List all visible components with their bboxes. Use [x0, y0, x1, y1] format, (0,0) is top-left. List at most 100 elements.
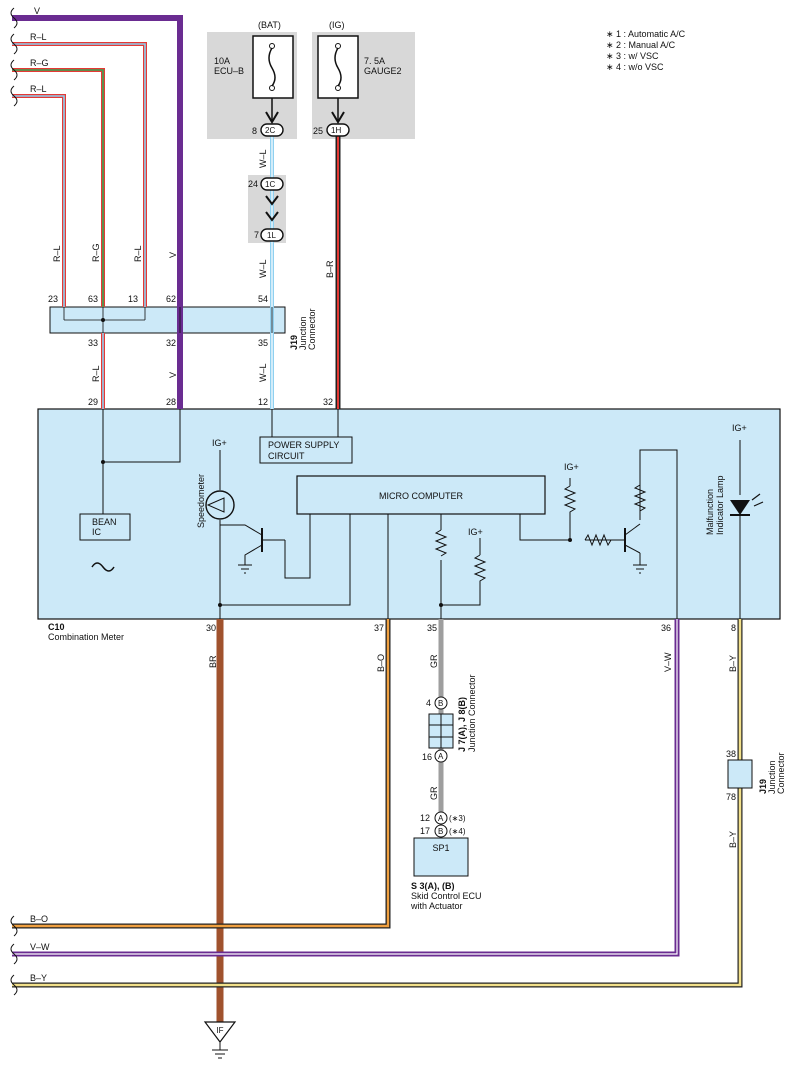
- pin-25: 25: [313, 126, 323, 136]
- j7-conn-a: A: [438, 752, 444, 761]
- wire-v: [12, 15, 183, 409]
- meter-splice-4: [568, 538, 572, 542]
- j7-code: J 7(A), J 8(B): [457, 697, 467, 752]
- signal-wave-icon: [91, 562, 115, 572]
- skid-conn-a: A: [438, 814, 444, 823]
- meter-splice-1: [101, 460, 105, 464]
- j19-low-pin-78: 78: [726, 792, 736, 802]
- conn-1l-label: 1L: [267, 231, 276, 240]
- left-wire-r-l-1: R–L: [30, 32, 47, 42]
- bean-label-line1: BEAN: [92, 517, 117, 527]
- left-wire-v: V: [34, 6, 40, 16]
- meter-name: Combination Meter: [48, 632, 124, 642]
- j19-pin-35: 35: [258, 338, 268, 348]
- pin-8: 8: [252, 126, 257, 136]
- resistor-icon-2: [473, 554, 487, 590]
- j7-desc: Junction Connector: [467, 674, 477, 752]
- ig-label-2: IG+: [564, 462, 579, 472]
- label-v-mid: V: [168, 372, 178, 378]
- label-w-l-upper-2: W–L: [258, 259, 268, 278]
- ground-icon: [203, 1021, 237, 1059]
- label-b-y-2: B–Y: [728, 831, 738, 848]
- bottom-wire-b-o: B–O: [30, 914, 48, 924]
- ig-label-1: IG+: [212, 438, 227, 448]
- skid-desc-1: Skid Control ECU: [411, 891, 482, 901]
- j7-j8-connector: [428, 696, 454, 763]
- j19-low-desc: JunctionConnector: [767, 752, 786, 794]
- speedometer-label: Speedometer: [196, 474, 206, 528]
- ig-name: GAUGE2: [364, 66, 402, 76]
- skid-control-box: [413, 837, 469, 877]
- label-r-g-upper: R–G: [91, 243, 101, 262]
- skid-note-a: (∗3): [449, 814, 466, 823]
- label-b-r-upper: B–R: [325, 260, 335, 278]
- j19-pin-32: 32: [166, 338, 176, 348]
- junction-arrows: [265, 195, 279, 222]
- j19-pin-33: 33: [88, 338, 98, 348]
- connector-1c: [260, 177, 284, 191]
- skid-code: S 3(A), (B): [411, 881, 455, 891]
- meter-pin-35: 35: [427, 623, 437, 633]
- note-3: ∗ 3 : w/ VSC: [606, 51, 659, 61]
- j7-conn-b: B: [438, 699, 443, 708]
- label-w-l-upper-1: W–L: [258, 149, 268, 168]
- skid-box-label: SP1: [432, 843, 449, 853]
- wire-r-g: [12, 68, 105, 307]
- j19-top-code: J19: [289, 335, 299, 350]
- label-r-l-mid: R–L: [91, 365, 101, 382]
- bean-ic-box: [79, 513, 131, 541]
- label-gr-2: GR: [429, 786, 439, 800]
- bat-source: (BAT): [258, 20, 281, 30]
- fuse-icon-bat: [252, 35, 294, 124]
- pin-7: 7: [254, 230, 259, 240]
- conn-1h-label: 1H: [331, 126, 341, 135]
- j19-pin-23: 23: [48, 294, 58, 304]
- ig-label-3: IG+: [468, 527, 483, 537]
- power-supply-box: [259, 436, 353, 464]
- ig-rating: 7. 5A: [364, 56, 385, 66]
- power-supply-line1: POWER SUPPLY: [268, 440, 339, 450]
- left-break-marks: [10, 7, 18, 996]
- skid-pin-12: 12: [420, 813, 430, 823]
- resistor-icon-5: [633, 484, 647, 520]
- wire-b-o: [12, 619, 391, 929]
- ground-label: IF: [216, 1026, 223, 1035]
- label-b-o: B–O: [376, 654, 386, 672]
- resistor-icon-4: [584, 533, 612, 547]
- connector-1l: [260, 228, 284, 242]
- label-br: BR: [208, 655, 218, 668]
- speedometer-icon: [205, 490, 235, 520]
- label-r-l-upper-2: R–L: [133, 245, 143, 262]
- bottom-wire-b-y: B–Y: [30, 973, 47, 983]
- conn-2c-label: 2C: [265, 126, 275, 135]
- bean-label-line2: IC: [92, 527, 102, 537]
- j7-pin-4: 4: [426, 698, 431, 708]
- label-r-l-upper-1: R–L: [52, 245, 62, 262]
- resistor-icon-3: [563, 485, 577, 520]
- meter-pin-12: 12: [258, 397, 268, 407]
- skid-note-b: (∗4): [449, 827, 466, 836]
- meter-pin-32: 32: [323, 397, 333, 407]
- transistor-icon-1: [220, 524, 285, 574]
- wire-v-w: [12, 619, 680, 957]
- j19-lower-connector: [727, 759, 753, 789]
- ig-source: (IG): [329, 20, 345, 30]
- meter-pin-28: 28: [166, 397, 176, 407]
- label-b-y-1: B–Y: [728, 655, 738, 672]
- resistor-icon-1: [434, 529, 448, 557]
- micro-computer-label: MICRO COMPUTER: [379, 491, 463, 501]
- note-4: ∗ 4 : w/o VSC: [606, 62, 664, 72]
- connector-2c: [260, 123, 284, 137]
- ig-label-4: IG+: [732, 423, 747, 433]
- label-v-upper: V: [168, 252, 178, 258]
- j19-pin-63: 63: [88, 294, 98, 304]
- wire-b-y: [12, 619, 743, 988]
- wire-r-l-1: [12, 42, 147, 307]
- j7-pin-16: 16: [422, 752, 432, 762]
- skid-conn-b: B: [438, 827, 443, 836]
- j19-top-desc: JunctionConnector: [298, 308, 317, 350]
- meter-splice-2: [218, 603, 222, 607]
- j19-splice: [101, 318, 105, 322]
